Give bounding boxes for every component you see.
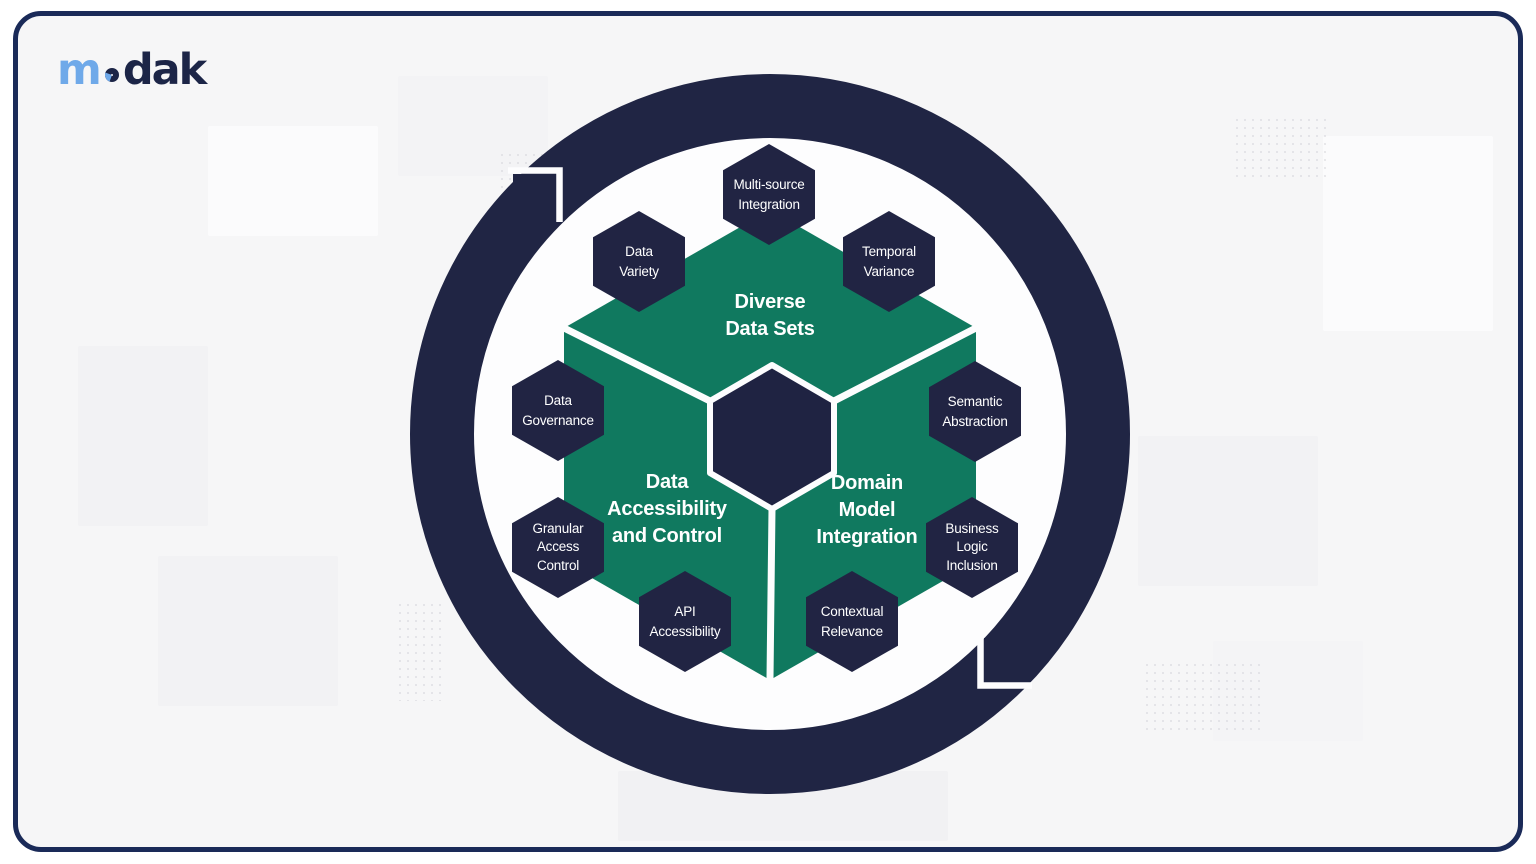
modak-logo: m dak	[57, 45, 207, 95]
hexagon-business-logic-inclusion: Business Logic Inclusion	[926, 497, 1018, 598]
cube-seam-bottom	[766, 505, 776, 682]
hexagon-label: Contextual Relevance	[820, 603, 884, 639]
face-label-data-accessibility-and-control: Data Accessibility and Control	[607, 471, 727, 547]
hexagon-granular-access-control: Granular Access Control	[512, 497, 604, 598]
cube-seam-upper-right	[830, 324, 980, 405]
hexagon-label: Data Governance	[522, 392, 594, 428]
hexagon-label: Data Variety	[619, 243, 659, 279]
hexagon-label: Granular Access Control	[532, 521, 584, 573]
background-square	[1323, 136, 1493, 331]
hexagon-contextual-relevance: Contextual Relevance	[806, 571, 898, 672]
hexagon-semantic-abstraction: Semantic Abstraction	[929, 361, 1021, 462]
hexagon-label: Semantic Abstraction	[942, 393, 1008, 429]
background-square	[158, 556, 338, 706]
face-label-domain-model-integration: Domain Model Integration	[816, 472, 918, 548]
center-hexagon	[707, 362, 837, 512]
hexagon-temporal-variance: Temporal Variance	[843, 211, 935, 312]
logo-letters-dak: dak	[122, 45, 207, 95]
background-square	[78, 346, 208, 526]
hexagon-label: Business Logic Inclusion	[945, 521, 999, 573]
hexagon-data-variety: Data Variety	[593, 211, 685, 312]
background-square	[1138, 436, 1318, 586]
background-square	[208, 126, 378, 236]
hexagon-label: Multi-source Integration	[733, 176, 805, 212]
logo-letter-o	[102, 65, 122, 85]
background-dots	[396, 601, 446, 701]
ring-corner-square-topleft	[513, 174, 557, 219]
ring-corner-notch-bottomright	[977, 634, 1032, 689]
hexagon-data-governance: Data Governance	[512, 360, 604, 461]
outer-ring	[410, 74, 1130, 794]
hexagon-label: Temporal Variance	[862, 243, 916, 279]
hexagon-multi-source-integration: Multi-source Integration	[723, 144, 815, 245]
logo-letter-m: m	[57, 45, 102, 95]
ring-corner-square-bottomright	[984, 638, 1028, 683]
face-label-diverse-data-sets: Diverse Data Sets	[725, 291, 815, 340]
ring-corner-notch-topleft	[508, 167, 563, 222]
hexagon-label: API Accessibility	[649, 603, 721, 639]
background-dots	[1233, 116, 1328, 181]
cube-seam-upper-left	[560, 324, 714, 405]
background-dots	[1143, 661, 1263, 731]
hexagon-api-accessibility: API Accessibility	[639, 571, 731, 672]
